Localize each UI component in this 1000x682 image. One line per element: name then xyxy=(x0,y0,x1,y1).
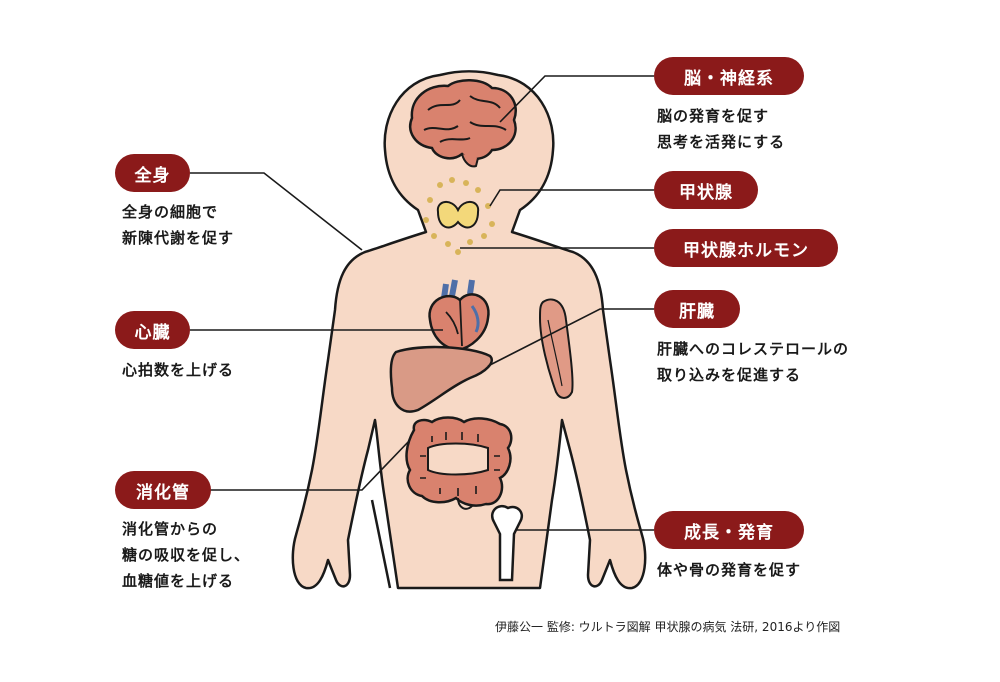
liver-icon xyxy=(389,345,493,413)
label-growth-desc: 体や骨の発育を促す xyxy=(657,557,801,583)
desc-line: 新陳代謝を促す xyxy=(122,229,235,247)
label-heart-desc: 心拍数を上げる xyxy=(122,357,234,383)
label-whole-body-desc: 全身の細胞で 新陳代謝を促す xyxy=(122,199,234,251)
label-heart-pill: 心臓 xyxy=(115,311,190,349)
brain-icon xyxy=(409,79,517,168)
label-thyroid-pill: 甲状腺 xyxy=(654,171,758,209)
desc-line: 消化管からの xyxy=(122,520,219,538)
label-liver-desc: 肝臓へのコレステロールの 取り込みを促進する xyxy=(657,336,849,388)
label-whole-body-pill: 全身 xyxy=(115,154,190,192)
desc-line: 脳の発育を促す xyxy=(657,107,770,125)
desc-line: 取り込みを促進する xyxy=(657,366,802,384)
desc-line: 思考を活発にする xyxy=(657,133,786,151)
muscle-icon xyxy=(538,298,574,399)
label-growth-pill: 成長・発育 xyxy=(654,511,804,549)
desc-line: 糖の吸収を促し、 xyxy=(122,546,251,564)
label-brain-desc: 脳の発育を促す 思考を活発にする xyxy=(657,103,785,155)
label-digestive-desc: 消化管からの 糖の吸収を促し、 血糖値を上げる xyxy=(122,516,250,594)
desc-line: 血糖値を上げる xyxy=(122,572,235,590)
intestine-icon xyxy=(405,416,513,510)
label-hormone-pill: 甲状腺ホルモン xyxy=(654,229,838,267)
leader-lines xyxy=(190,75,654,531)
heart-icon xyxy=(428,279,490,352)
desc-line: 心拍数を上げる xyxy=(122,361,235,379)
hormone-dots xyxy=(423,177,495,255)
desc-line: 全身の細胞で xyxy=(122,203,219,221)
desc-line: 体や骨の発育を促す xyxy=(657,561,802,579)
label-digestive-pill: 消化管 xyxy=(115,471,211,509)
label-brain-pill: 脳・神経系 xyxy=(654,57,804,95)
label-liver-pill: 肝臓 xyxy=(654,290,740,328)
thyroid-icon xyxy=(436,201,480,229)
source-citation: 伊藤公一 監修: ウルトラ図解 甲状腺の病気 法研, 2016より作図 xyxy=(495,620,841,634)
bone-icon xyxy=(491,505,524,582)
desc-line: 肝臓へのコレステロールの xyxy=(657,340,850,358)
